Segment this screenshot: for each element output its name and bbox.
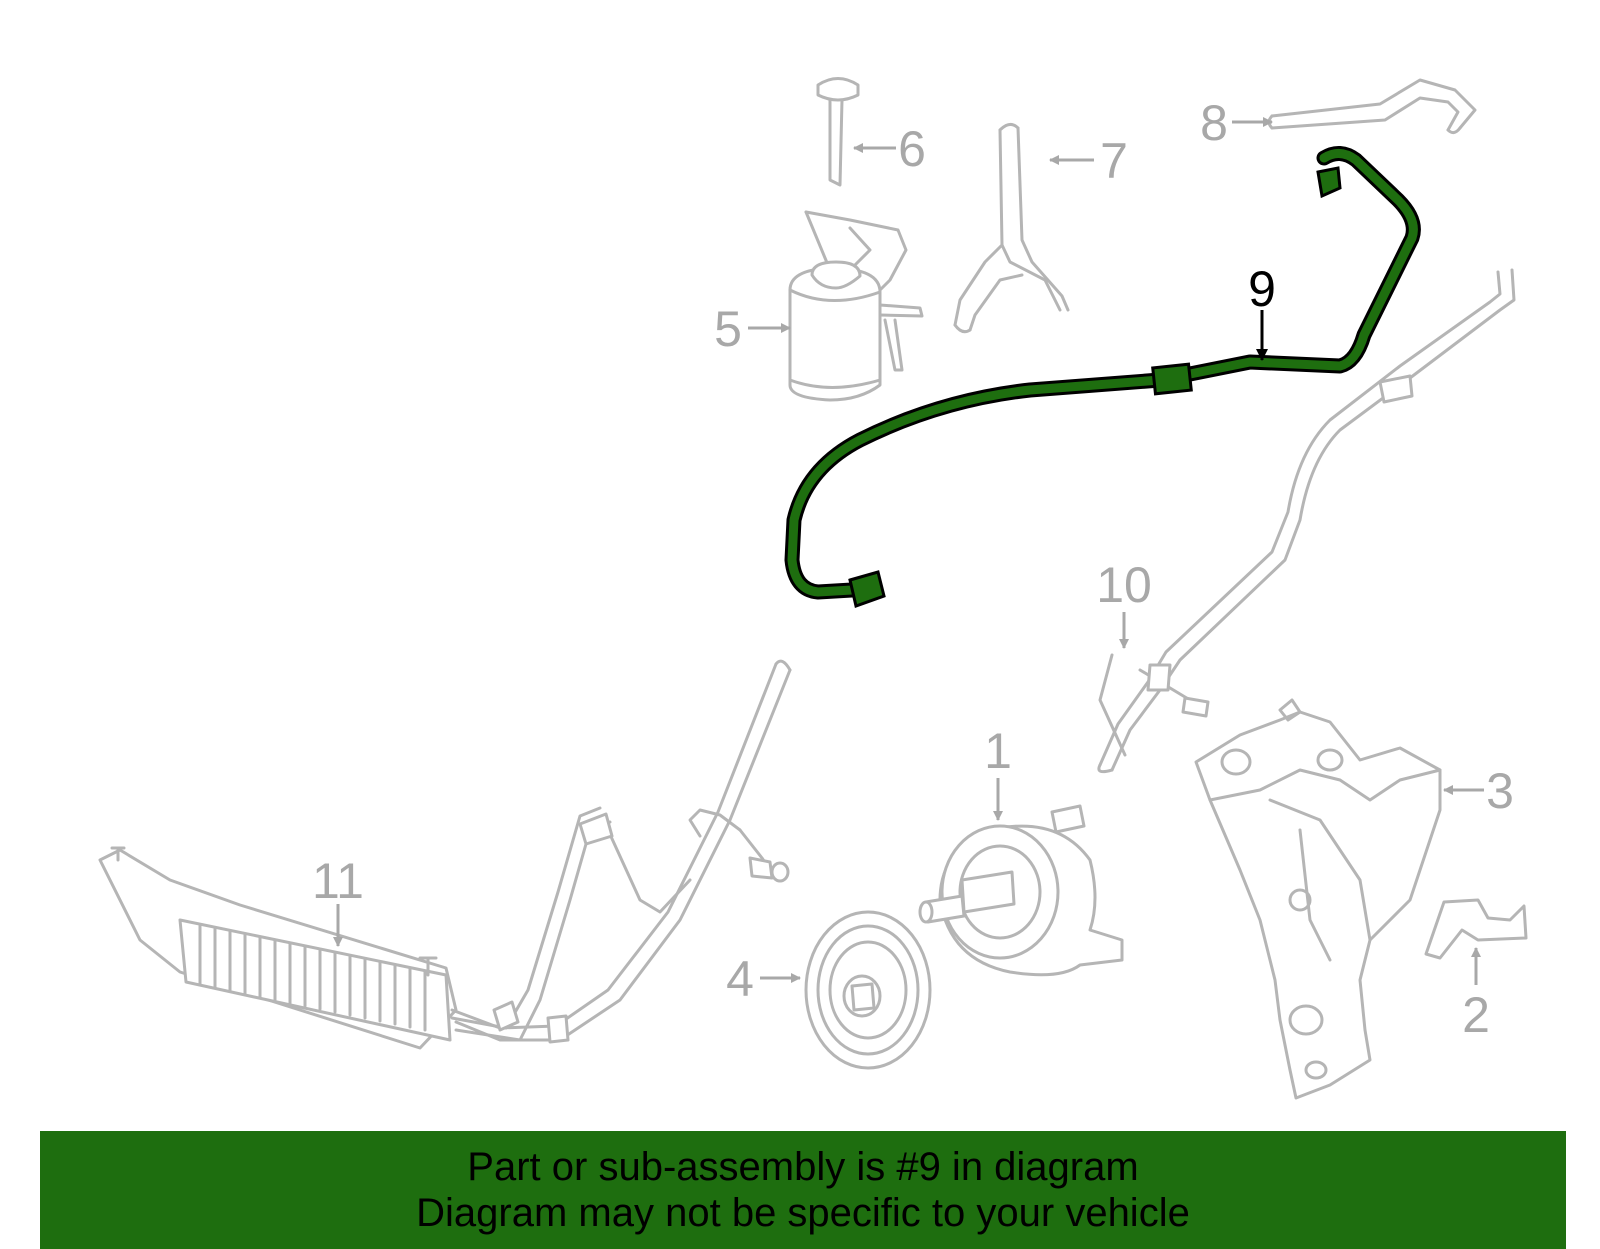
- callout-7: 7: [1100, 133, 1128, 189]
- part-11-cooler: [98, 659, 792, 1050]
- callout-9: 9: [1248, 261, 1276, 317]
- part-5-reservoir: [788, 210, 924, 402]
- info-banner: Part or sub-assembly is #9 in diagram Di…: [40, 1131, 1566, 1249]
- callout-1: 1: [984, 723, 1012, 779]
- callout-5: 5: [714, 301, 742, 357]
- callout-8: 8: [1200, 95, 1228, 151]
- part-1-pump: [918, 804, 1124, 977]
- part-7-hose: [953, 123, 1070, 334]
- part-10-line: [1097, 268, 1516, 774]
- part-2-small-bracket: [1424, 898, 1528, 960]
- callout-3: 3: [1486, 763, 1514, 819]
- cooler-fins: [198, 924, 427, 1032]
- banner-line-1: Part or sub-assembly is #9 in diagram: [467, 1145, 1139, 1189]
- callout-arrows: [333, 117, 1484, 985]
- callout-6: 6: [898, 121, 926, 177]
- callout-11: 11: [312, 853, 364, 909]
- callout-labels: 1 2 3 4 5 6 7 8 9 10 11: [312, 95, 1514, 1043]
- callout-10: 10: [1096, 557, 1152, 613]
- banner-line-2: Diagram may not be specific to your vehi…: [416, 1191, 1190, 1235]
- part-4-pulley: [804, 910, 932, 1070]
- callout-2: 2: [1462, 987, 1490, 1043]
- part-9-pressure-hose: [784, 146, 1421, 608]
- part-6-dipstick-cap: [816, 77, 860, 187]
- callout-4: 4: [726, 951, 754, 1007]
- part-3-bracket: [1194, 698, 1442, 1100]
- part-8-hose: [1267, 78, 1477, 135]
